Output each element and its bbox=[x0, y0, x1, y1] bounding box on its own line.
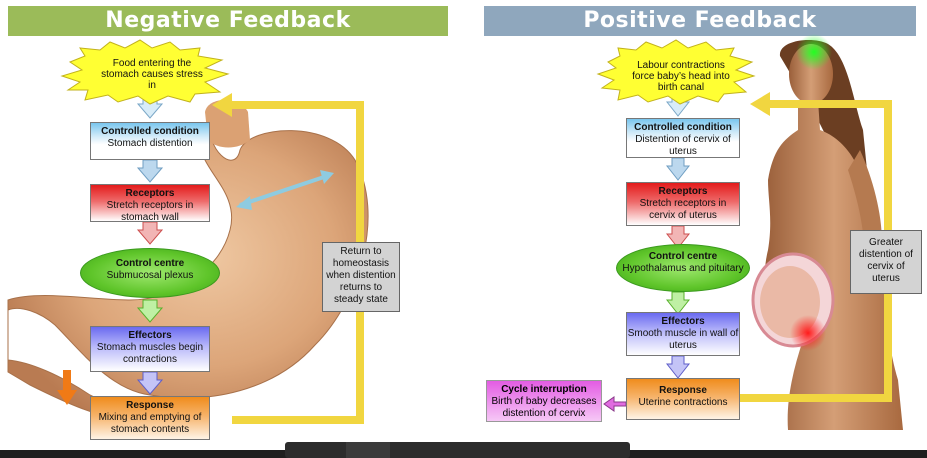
negative-feedback-note: Return to homeostasis when distention re… bbox=[322, 242, 400, 312]
negative-feedback-title: Negative Feedback bbox=[8, 6, 448, 36]
effectors-title: Effectors bbox=[661, 316, 705, 327]
receptors-title: Receptors bbox=[125, 188, 175, 199]
control-centre-desc: Hypothalamus and pituitary bbox=[622, 263, 744, 274]
response-title: Response bbox=[126, 400, 174, 411]
video-scrubber-thumb[interactable] bbox=[346, 442, 390, 458]
positive-feedback-illustration bbox=[596, 34, 903, 430]
response-title: Response bbox=[659, 385, 707, 396]
controlled-condition-title: Controlled condition bbox=[101, 126, 199, 137]
response-desc: Uterine contractions bbox=[638, 397, 728, 408]
positive-receptors-box: Receptors Stretch receptors in cervix of… bbox=[626, 182, 740, 226]
controlled-condition-title: Controlled condition bbox=[634, 122, 732, 133]
effectors-desc: Stomach muscles begin contractions bbox=[96, 342, 204, 365]
feedback-arrowhead bbox=[750, 92, 770, 116]
positive-feedback-title: Positive Feedback bbox=[484, 6, 916, 36]
negative-feedback-illustration bbox=[7, 39, 369, 426]
cycle-interruption-box: Cycle interruption Birth of baby decreas… bbox=[486, 380, 602, 422]
positive-feedback-panel: Positive Feedback bbox=[468, 0, 927, 440]
negative-receptors-box: Receptors Stretch receptors in stomach w… bbox=[90, 184, 210, 223]
response-desc: Mixing and emptying of stomach contents bbox=[98, 412, 202, 435]
stimulus-star bbox=[60, 39, 230, 105]
hypothalamus-glow bbox=[796, 34, 832, 70]
outflow-arrow-shaft bbox=[63, 370, 71, 392]
cycle-interruption-title: Cycle interruption bbox=[501, 384, 587, 395]
controlled-condition-desc: Distention of cervix of uterus bbox=[635, 134, 731, 157]
negative-control-centre-oval: Control centre Submucosal plexus bbox=[80, 248, 220, 298]
interruption-arrow bbox=[603, 396, 627, 412]
stimulus-star bbox=[596, 39, 756, 105]
control-centre-desc: Submucosal plexus bbox=[106, 270, 194, 281]
outflow-arrow-head bbox=[57, 390, 77, 405]
cycle-interruption-desc: Birth of baby decreases distention of ce… bbox=[491, 396, 597, 419]
video-scrubber-track[interactable] bbox=[285, 442, 630, 458]
negative-effectors-box: Effectors Stomach muscles begin contract… bbox=[90, 326, 210, 372]
distention-arrow bbox=[239, 173, 331, 207]
positive-response-box: Response Uterine contractions bbox=[626, 378, 740, 420]
negative-feedback-panel: Negative Feedback bbox=[0, 0, 458, 440]
negative-response-box: Response Mixing and emptying of stomach … bbox=[90, 396, 210, 440]
positive-controlled-condition-box: Controlled condition Distention of cervi… bbox=[626, 118, 740, 158]
cervix-glow bbox=[790, 315, 826, 351]
receptors-desc: Stretch receptors in stomach wall bbox=[106, 200, 194, 223]
positive-feedback-note: Greater distention of cervix of uterus bbox=[850, 230, 922, 294]
receptors-title: Receptors bbox=[658, 186, 708, 197]
negative-controlled-condition-box: Controlled condition Stomach distention bbox=[90, 122, 210, 160]
feedback-arrowhead bbox=[212, 93, 232, 117]
esophagus-shape bbox=[205, 100, 250, 148]
video-progress-bar[interactable] bbox=[0, 442, 927, 458]
receptors-desc: Stretch receptors in cervix of uterus bbox=[639, 198, 727, 221]
controlled-condition-desc: Stomach distention bbox=[107, 138, 193, 149]
effectors-title: Effectors bbox=[128, 330, 172, 341]
positive-control-centre-oval: Control centre Hypothalamus and pituitar… bbox=[616, 244, 750, 292]
negative-stimulus-label: Food entering the stomach causes stress … bbox=[101, 58, 203, 91]
positive-effectors-box: Effectors Smooth muscle in wall of uteru… bbox=[626, 312, 740, 356]
effectors-desc: Smooth muscle in wall of uterus bbox=[627, 328, 739, 351]
control-centre-title: Control centre bbox=[115, 258, 185, 269]
control-centre-title: Control centre bbox=[648, 251, 718, 262]
positive-stimulus-label: Labour contractions force baby’s head in… bbox=[632, 60, 730, 93]
figure-body bbox=[764, 100, 903, 430]
